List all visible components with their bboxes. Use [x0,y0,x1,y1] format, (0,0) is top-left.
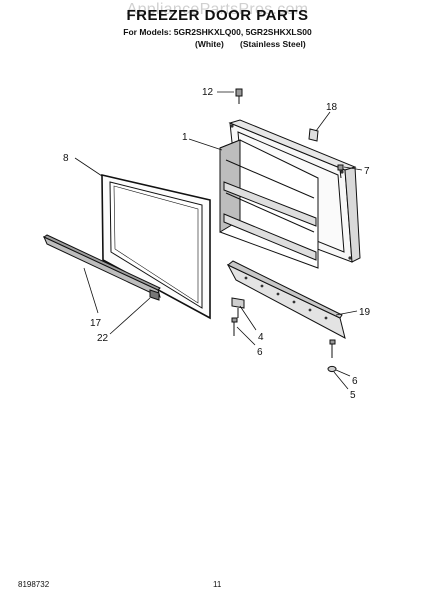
door-gasket-part [101,173,211,320]
screw-6-lower-part [329,339,336,358]
callout-7: 7 [364,166,370,177]
callout-6-lower: 6 [352,376,358,387]
hinge-bracket-part [231,297,245,318]
callout-5: 5 [350,390,356,401]
callout-1: 1 [182,132,188,143]
screw-6-upper-part [231,317,238,336]
leader-lines [74,91,363,390]
callout-17: 17 [90,318,102,329]
screw-12-part [235,88,243,104]
screw-7-part [337,164,344,179]
door-liner-part [219,119,361,269]
callout-6-upper: 6 [257,347,263,358]
callout-22: 22 [97,333,109,344]
end-cap-part [149,289,160,301]
callout-4: 4 [258,332,264,343]
variant-steel-label: (Stainless Steel) [240,39,306,49]
callout-labels: 12 1 18 7 8 19 17 22 4 6 6 5 [63,87,371,401]
trim-strip-part [42,234,161,298]
watermark: AppliancePartsPros.com [126,1,309,18]
page-number: 11 [213,580,222,589]
models-line: For Models: 5GR2SHKXLQ00, 5GR2SHKXLS00 [123,27,312,37]
door-handle-part [226,260,346,339]
washer-part [327,365,337,373]
callout-8: 8 [63,153,69,164]
callout-18: 18 [326,102,338,113]
stop-clip-part [308,128,319,142]
page-title: FREEZER DOOR PARTS [126,7,309,24]
callout-12: 12 [202,87,214,98]
document-number: 8198732 [18,580,50,589]
callout-19: 19 [359,307,371,318]
variant-white-label: (White) [195,39,224,49]
